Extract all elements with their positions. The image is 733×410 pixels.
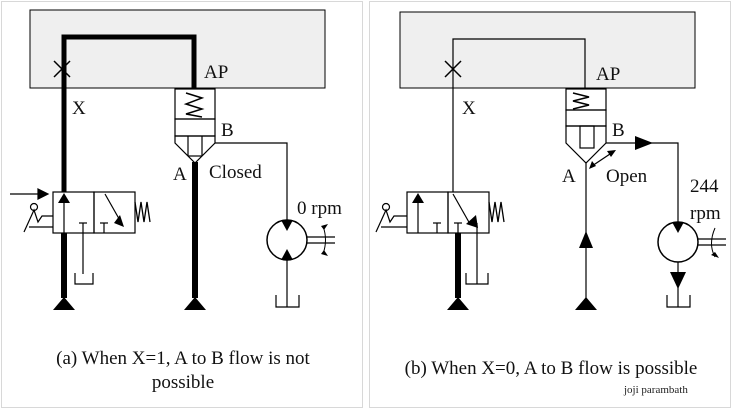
label-b: B [612, 120, 625, 141]
flow-arrow-icon [58, 193, 70, 203]
pressure-source-icon [53, 297, 75, 310]
b-line [215, 142, 288, 224]
spring-icon [488, 201, 505, 223]
cross-marker-icon [444, 60, 462, 78]
caption-a-line1: (a) When X=1, A to B flow is not [56, 348, 310, 369]
hydraulic-motor-icon [266, 219, 335, 261]
label-x: X [462, 98, 476, 119]
spring-icon [572, 92, 590, 110]
pilot-line-vented [452, 38, 586, 192]
panel-a: AP X B A Closed 0 rpm [1, 1, 363, 408]
diagram-a: AP X B A Closed 0 rpm [10, 9, 342, 310]
label-speed-unit: rpm [690, 203, 721, 224]
label-a: A [562, 166, 576, 187]
label-state: Open [606, 166, 648, 187]
cross-marker-icon [53, 60, 71, 78]
label-speed-value: 244 [690, 176, 719, 197]
flow-arrow-icon [670, 272, 686, 289]
pilot-valve-3-2 [406, 191, 505, 285]
b-line [606, 142, 679, 224]
label-b: B [221, 120, 234, 141]
hydraulic-motor-icon [657, 221, 726, 263]
spring-icon [183, 92, 205, 118]
cartridge-valve [174, 88, 216, 164]
spring-icon [134, 201, 151, 223]
pressure-source-icon [447, 297, 469, 310]
roller-lever-actuator-icon [10, 188, 53, 233]
label-ap: AP [596, 64, 620, 85]
pressure-source-a-icon [184, 297, 206, 310]
flow-direction-icon [589, 150, 616, 169]
flow-arrow-icon [635, 136, 653, 150]
cartridge-valve [565, 88, 607, 164]
author-credit: joji parambath [624, 384, 688, 396]
caption-a-line2: possible [151, 372, 215, 393]
label-a: A [173, 164, 187, 185]
label-x: X [72, 98, 86, 119]
roller-lever-actuator-icon [375, 202, 407, 233]
tank-icon [666, 295, 691, 308]
tank-icon [275, 295, 300, 308]
label-state: Closed [209, 162, 262, 183]
panel-b: AP X B A Open 244 rpm [369, 1, 731, 408]
pilot-valve-3-2 [52, 191, 151, 285]
caption-b: (b) When X=0, A to B flow is possible [370, 357, 732, 381]
pressure-source-a-icon [575, 297, 597, 310]
cartridge-block [29, 9, 326, 89]
caption-a: (a) When X=1, A to B flow is not possibl… [12, 347, 354, 395]
label-ap: AP [204, 62, 228, 83]
label-speed: 0 rpm [297, 198, 342, 219]
caption-b-line1: (b) When X=0, A to B flow is possible [404, 358, 698, 379]
pilot-line-pressurized [61, 34, 197, 192]
flow-arrow-icon [466, 215, 478, 228]
cartridge-block [399, 11, 696, 89]
flow-arrow-icon [114, 215, 124, 227]
flow-arrow-icon [579, 231, 593, 248]
diagram-b: AP X B A Open 244 rpm [375, 11, 726, 310]
flow-arrow-icon [412, 193, 424, 203]
